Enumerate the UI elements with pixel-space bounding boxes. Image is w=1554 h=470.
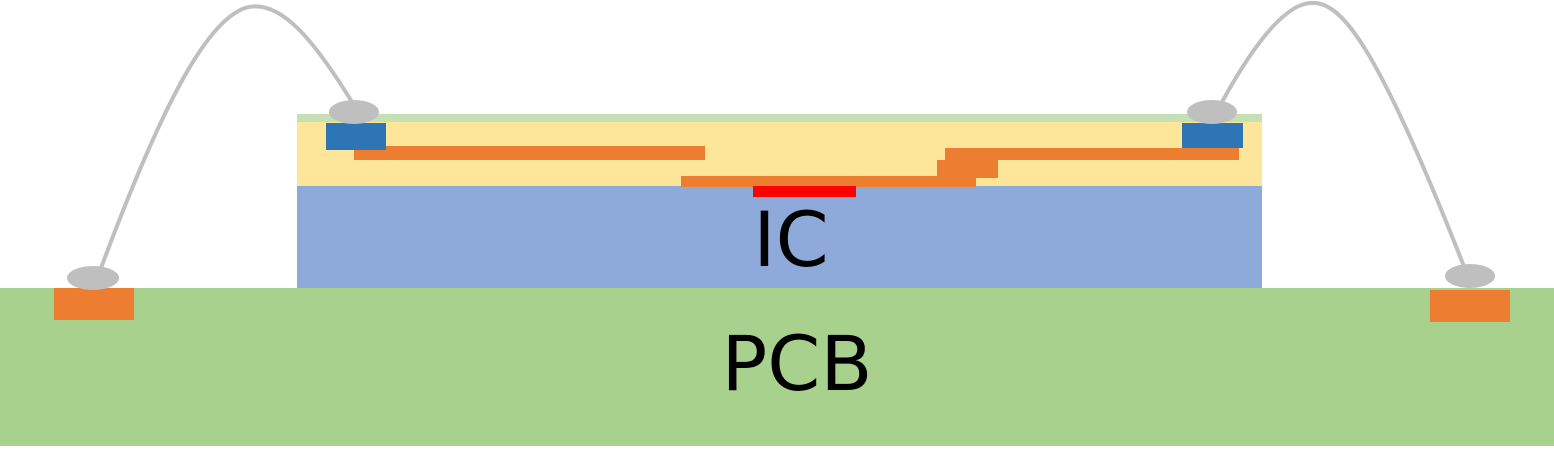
ic-label: IC (753, 195, 828, 284)
ic-die (297, 186, 1262, 288)
solder-ball-pcb-right (1445, 264, 1495, 288)
pcb-pad-left (54, 288, 134, 320)
trace-right-via (937, 160, 998, 178)
passivation-layer (297, 114, 1262, 122)
die-pad (753, 186, 856, 197)
solder-ball-top-left (329, 100, 379, 124)
bond-wire-right (1220, 0, 1465, 266)
solder-ball-top-right (1187, 100, 1237, 124)
solder-ball-pcb-left (67, 266, 119, 290)
trace-left-upper (354, 146, 705, 160)
pcb-pad-right (1430, 290, 1510, 322)
bond-pad-right (1182, 123, 1243, 148)
trace-right-upper (945, 148, 1239, 160)
bond-wire-left (99, 4, 354, 270)
pcb-substrate (0, 288, 1554, 446)
pcb-label: PCB (721, 319, 872, 408)
trace-center-lower (681, 176, 976, 187)
bond-pad-left (326, 123, 386, 150)
